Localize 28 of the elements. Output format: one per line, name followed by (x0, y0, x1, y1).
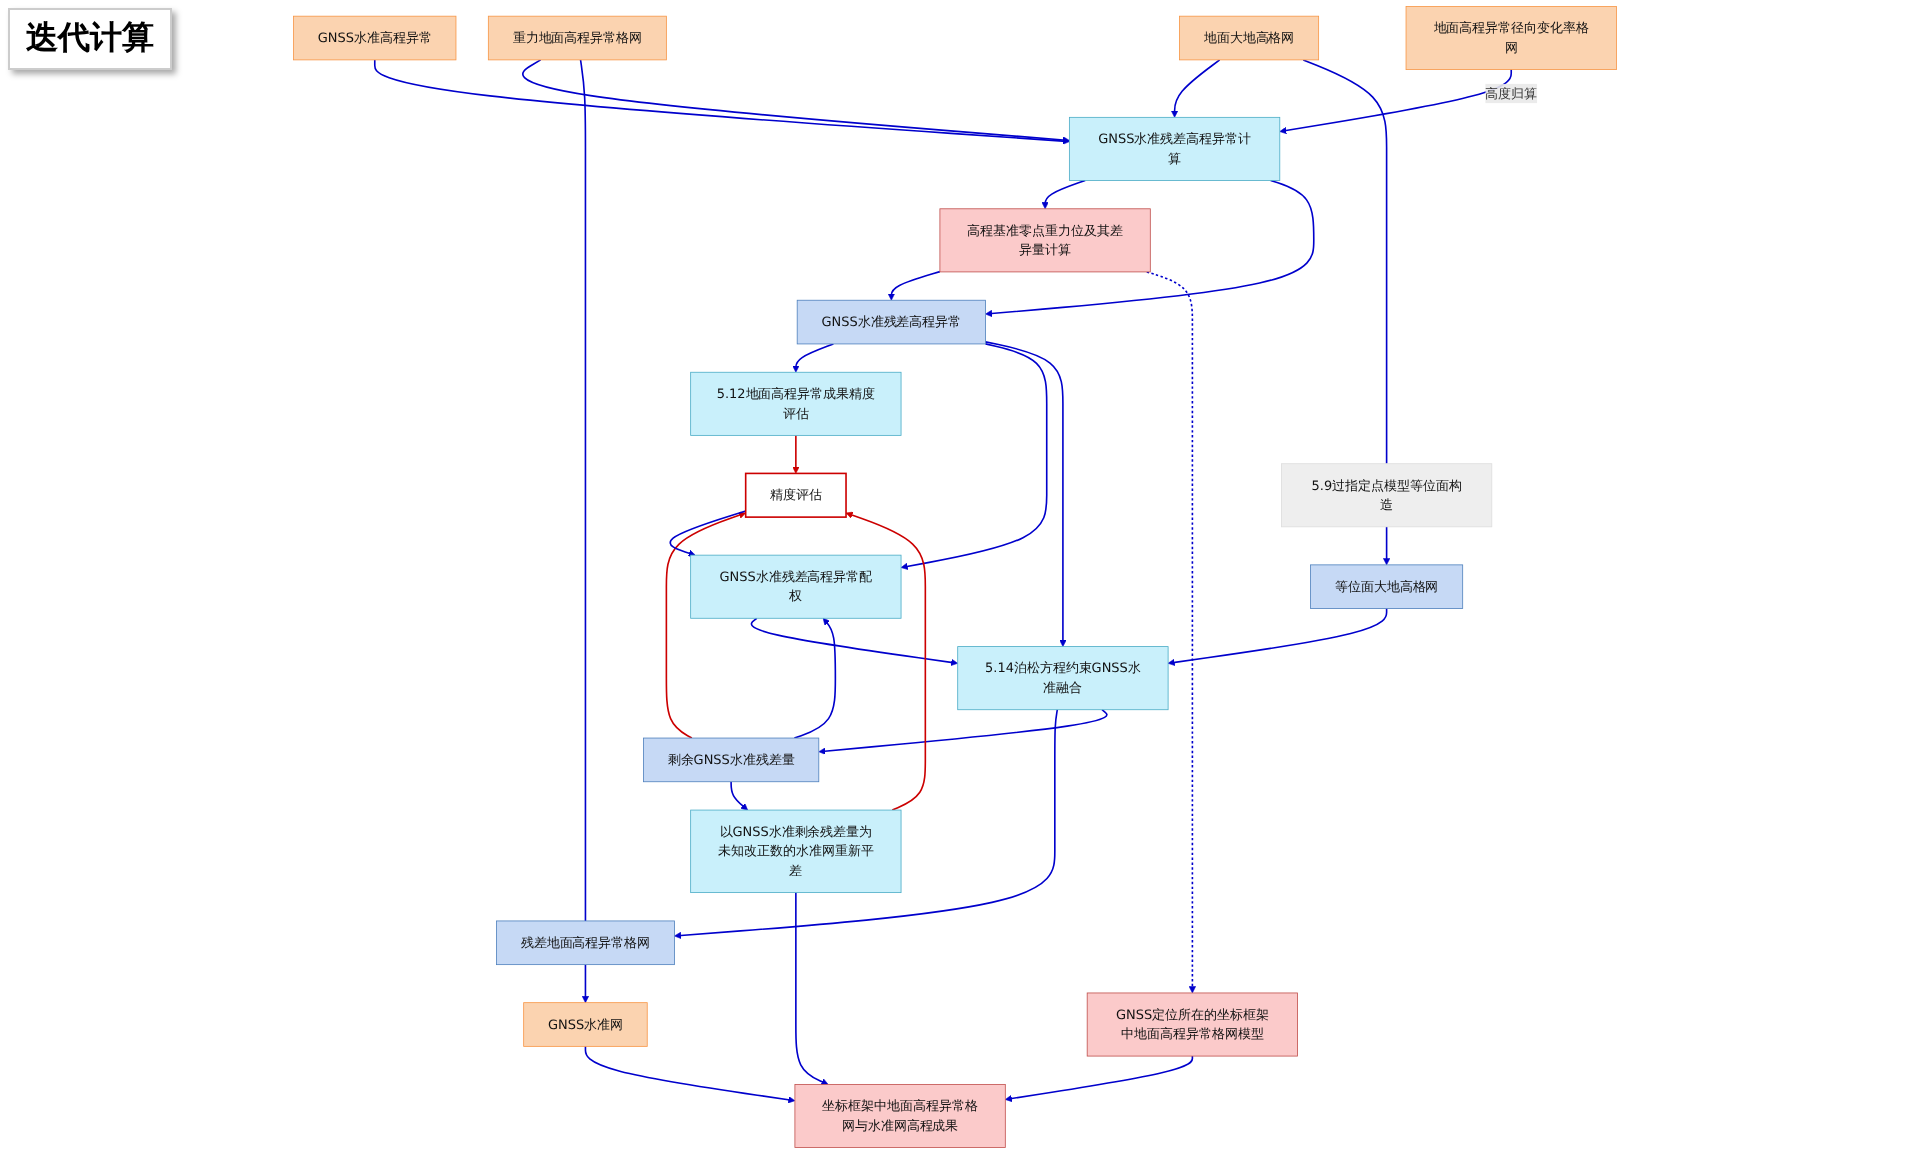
arrow (373, 59, 1070, 145)
arrow (818, 708, 1108, 755)
arrow (1041, 179, 1086, 210)
arrow (730, 780, 748, 811)
arrow (1171, 59, 1221, 118)
arrow (1145, 271, 1196, 994)
arrow (1383, 526, 1391, 566)
connector (1302, 59, 1388, 465)
arrow (984, 341, 1067, 647)
connector (579, 59, 587, 922)
arrow (1005, 1055, 1194, 1103)
arrow (669, 510, 747, 557)
note-label: 迭代计算 (8, 8, 172, 70)
arrow (900, 343, 1048, 570)
arrow (792, 343, 835, 373)
arrow (665, 511, 746, 739)
arrow (674, 708, 1059, 939)
arrow (1167, 607, 1388, 666)
arrow (792, 434, 800, 474)
arrow (845, 511, 927, 811)
arrow (793, 617, 837, 739)
arrow (581, 963, 589, 1003)
arrow (584, 1045, 796, 1104)
arrow (985, 179, 1315, 318)
arrow (750, 617, 959, 666)
arrow (1279, 68, 1513, 135)
arrow (887, 270, 941, 301)
arrow (795, 891, 829, 1086)
